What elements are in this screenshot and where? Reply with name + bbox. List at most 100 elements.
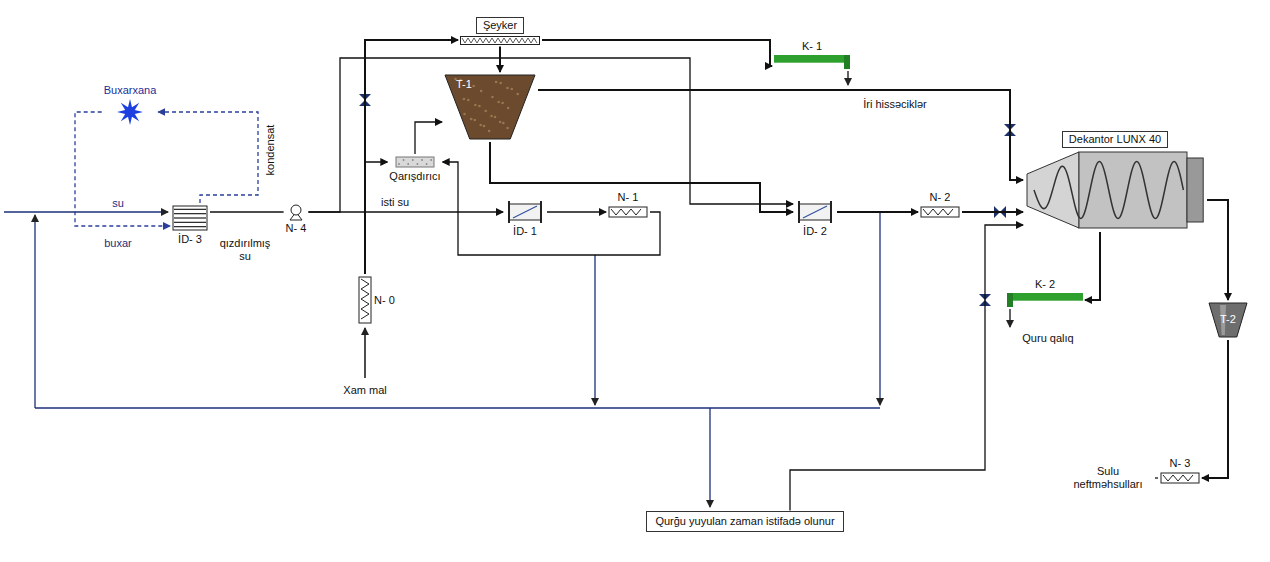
water-inlet-pipe: [4, 211, 168, 212]
pipe-connector: [1085, 232, 1100, 300]
pipe-connector: [790, 225, 1023, 511]
texture-dot: [398, 163, 400, 165]
pump-body: [609, 207, 647, 217]
heat-exchanger: İD- 3: [170, 203, 210, 248]
texture-dot: [472, 85, 475, 88]
equipment-shape: [1160, 472, 1200, 484]
texture-dot: [501, 102, 504, 105]
decanter-centrifuge: Dekantor LUNX 40: [1023, 129, 1207, 232]
boiler-symbol: Buxarxana: [102, 82, 159, 127]
texture-dot: [403, 159, 405, 161]
equipment-shape: [920, 206, 960, 218]
screw-line: [361, 279, 369, 319]
mixer-body: [396, 157, 434, 167]
equipment-label: N- 1: [618, 191, 639, 204]
texture-dot: [490, 115, 493, 118]
equipment-label: N- 2: [930, 191, 951, 204]
texture-dot: [516, 93, 519, 96]
pump-symbol: N- 0: [356, 274, 397, 326]
shaker-screen: [461, 36, 540, 44]
tank: T-2: [1206, 300, 1250, 340]
texture-dot: [474, 119, 477, 122]
pump-symbol: N- 1: [606, 189, 650, 220]
equipment-shape: [795, 201, 835, 223]
stream-label: İri hissəciklər: [863, 98, 927, 111]
pipe-connector: [490, 142, 793, 212]
texture-dot: [480, 90, 483, 93]
stream-label: su: [112, 197, 124, 210]
texture-dot: [510, 88, 513, 91]
drain-pipe: [879, 212, 880, 405]
wash-pipe: [709, 408, 710, 507]
texture-dot: [478, 105, 481, 108]
discharge-arrow: [1009, 309, 1010, 327]
equipment-label: N- 4: [286, 222, 307, 235]
screen-mesh: [462, 38, 537, 43]
pipe-connector: [962, 211, 1023, 213]
texture-dot: [507, 107, 510, 110]
screw-line: [1163, 475, 1193, 481]
wash-pipe: [35, 407, 880, 408]
equipment-shape: [288, 204, 304, 220]
pump-symbol: N- 3: [1158, 455, 1202, 486]
equipment-shape: [358, 276, 372, 324]
pipe-connector: [443, 162, 660, 255]
equipment-shape: [460, 36, 540, 45]
steam-line: [75, 112, 170, 226]
exchanger-body: [509, 204, 541, 220]
return-pipe: [34, 215, 35, 408]
conveyor-trough: K- 1: [772, 38, 852, 71]
trough-body: [774, 55, 850, 63]
pipe-connector: [499, 47, 501, 73]
texture-dot: [488, 130, 491, 133]
stream-label: isti su: [381, 196, 409, 209]
trough-body: [1007, 293, 1083, 301]
texture-dot: [491, 96, 494, 99]
texture-dot: [467, 99, 470, 102]
heat-exchanger: İD- 1: [503, 199, 547, 240]
equipment-label: K- 1: [802, 40, 822, 53]
equipment-label: T-1: [456, 78, 472, 91]
texture-dot: [494, 116, 497, 119]
trough-spout: [1007, 293, 1013, 307]
equipment-shape: [117, 99, 143, 125]
texture-dot: [484, 110, 487, 113]
texture-dot: [502, 122, 505, 125]
pipe-connector: [365, 162, 387, 274]
stream-label: Sulu neftməhsulları: [1063, 465, 1153, 491]
feed-pipe: [364, 328, 366, 378]
tank-body: [445, 75, 535, 139]
texture-dot: [417, 163, 419, 165]
stream-label: Quru qalıq: [1022, 332, 1073, 345]
exchanger-diagonal: [803, 206, 827, 218]
screw-conveyor: [1034, 162, 1183, 219]
tank-body: [1209, 303, 1247, 337]
pipe-connector: [1202, 340, 1228, 478]
pipe-connector: [210, 211, 284, 212]
pipe-connector: [415, 122, 442, 154]
texture-dot: [506, 127, 509, 130]
stream-label: Xam mal: [343, 384, 386, 397]
equipment-shape: [1007, 293, 1083, 307]
flange: [798, 201, 800, 223]
pump-body: [1161, 473, 1199, 483]
equipment-label: N- 3: [1170, 457, 1191, 470]
shaker: Şeyker: [458, 15, 542, 47]
pump-casing: [291, 205, 301, 215]
pipe-connector: [542, 40, 772, 66]
equipment-label: N- 0: [374, 294, 395, 307]
flange: [830, 201, 832, 223]
texture-dot: [421, 159, 423, 161]
mixer: Qarışdırıcı: [387, 154, 442, 185]
texture-dot: [463, 98, 466, 101]
texture-dot: [497, 101, 500, 104]
equipment-shape: [774, 55, 850, 69]
texture-dot: [463, 113, 466, 116]
equipment-label: Qurğu yuyulan zaman istifadə olunur: [655, 515, 834, 528]
equipment-shape: [608, 206, 648, 218]
texture-dot: [483, 125, 486, 128]
equipment-shape: [395, 156, 435, 168]
pump-body: [921, 207, 959, 217]
